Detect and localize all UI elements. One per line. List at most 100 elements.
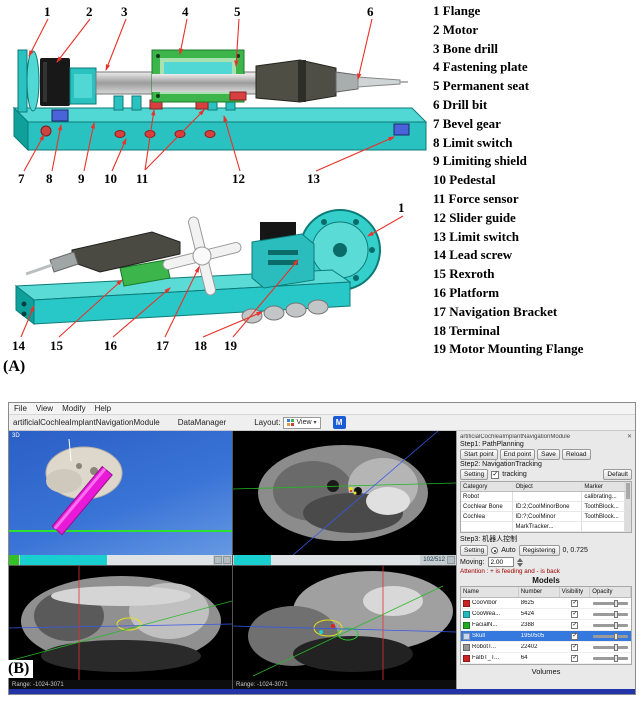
menu-item[interactable]: Help xyxy=(94,404,112,413)
opacity-slider-thumb[interactable] xyxy=(614,599,619,607)
tracking-label: tracking xyxy=(502,471,527,478)
step1-label: Step1: PathPlanning xyxy=(460,441,524,448)
moving-value-input[interactable] xyxy=(487,557,514,567)
callout-number: 5 xyxy=(234,4,241,19)
step1-button[interactable]: Reload xyxy=(561,449,591,460)
3d-scene xyxy=(9,438,232,536)
menu-item[interactable]: File xyxy=(14,404,27,413)
module-m-button[interactable]: M xyxy=(332,416,346,429)
menu-item[interactable]: Modify xyxy=(62,404,86,413)
robot-setting-button[interactable]: Setting xyxy=(460,545,489,556)
model-visibility-cell: ✓ xyxy=(560,621,591,629)
opacity-slider[interactable] xyxy=(593,599,628,607)
visibility-checkbox[interactable]: ✓ xyxy=(571,632,579,640)
menu-item[interactable]: View xyxy=(35,404,54,413)
range-readout: Range: -1024-3071 xyxy=(236,681,288,688)
callout-number: 16 xyxy=(104,338,117,353)
model-row[interactable]: FacialN... 2388 ✓ xyxy=(461,620,631,631)
callout-number: 1 xyxy=(44,4,51,19)
crosshair-green xyxy=(233,482,456,490)
moving-stepper[interactable] xyxy=(516,557,523,567)
model-row[interactable]: CooVibor 8625 ✓ xyxy=(461,598,631,609)
registering-button[interactable]: Registering xyxy=(518,545,560,556)
viewport-3d[interactable]: 3D xyxy=(9,431,232,565)
legend-item: 8 Limit switch xyxy=(433,134,513,150)
chevron-down-icon: ▾ xyxy=(313,420,317,426)
crosshair-blue xyxy=(292,431,439,555)
legend-item: 4 Fastening plate xyxy=(433,59,528,75)
drill-path-cylinder xyxy=(51,465,113,536)
slider-track[interactable] xyxy=(20,555,213,565)
visibility-checkbox[interactable]: ✓ xyxy=(571,599,579,607)
object-table-header: Category Object Marker xyxy=(461,482,625,492)
col-opacity: Opacity xyxy=(590,587,631,597)
step1-button[interactable]: End point xyxy=(499,449,536,460)
model-row[interactable]: RobotT... 22402 ✓ xyxy=(461,642,631,653)
scrollbar-thumb[interactable] xyxy=(626,483,630,499)
platform-carriage xyxy=(25,231,181,287)
object-table-row[interactable]: MarkTracker... xyxy=(461,522,625,532)
opacity-slider-thumb[interactable] xyxy=(614,643,619,651)
model-row[interactable]: FaIbT_T... 64 ✓ xyxy=(461,653,631,664)
visibility-checkbox[interactable]: ✓ xyxy=(571,643,579,651)
model-row[interactable]: CooWea... 5424 ✓ xyxy=(461,609,631,620)
object-table-row[interactable]: Cochlear Bone ID:2;CoolMinorBone ToothBl… xyxy=(461,502,625,512)
viewport-sagittal[interactable]: Range: -1024-3071 xyxy=(233,566,456,689)
object-table-row[interactable]: Cochlea ID:?;CoolMinor ToothBlock... xyxy=(461,512,625,522)
layout-label: Layout: xyxy=(254,418,281,427)
slice-navigator[interactable]: 102/512 xyxy=(233,555,456,565)
data-manager-tab[interactable]: DataManager xyxy=(177,418,227,427)
play-indicator[interactable] xyxy=(9,555,19,565)
opacity-slider-thumb[interactable] xyxy=(614,632,619,640)
opacity-slider-thumb[interactable] xyxy=(614,654,619,662)
step-up-icon[interactable] xyxy=(516,557,523,562)
visibility-checkbox[interactable]: ✓ xyxy=(571,610,579,618)
sagittal-ct-image xyxy=(233,566,456,682)
opacity-slider-thumb[interactable] xyxy=(614,621,619,629)
layout-dropdown[interactable]: View ▾ xyxy=(283,416,321,429)
slice-navigator[interactable] xyxy=(9,555,232,565)
callout-number: 12 xyxy=(232,171,245,186)
step1-button[interactable]: Start point xyxy=(460,449,498,460)
slider-button[interactable] xyxy=(214,556,222,564)
opacity-slider[interactable] xyxy=(593,610,628,618)
panel-title: artificialCochleaImplantNavigationModule xyxy=(460,433,571,440)
moving-row: Moving: xyxy=(460,557,632,567)
cell-marker: ToothBlock... xyxy=(582,512,625,521)
menu-bar: File View Modify Help xyxy=(9,403,635,415)
part-a-section: 1 2 3 4 5 6 7 8 9 10 11 12 13 xyxy=(3,3,584,375)
model-opacity-cell xyxy=(590,643,631,651)
tracking-checkbox[interactable]: ✓ xyxy=(491,470,500,479)
iso-view-illustration xyxy=(14,209,404,338)
models-table-header: Name Number Visibility Opacity xyxy=(461,587,631,598)
callout-number: 3 xyxy=(121,4,128,19)
opacity-slider[interactable] xyxy=(593,632,628,640)
close-icon[interactable]: ✕ xyxy=(626,434,632,440)
object-table-row[interactable]: Robot calibrating... xyxy=(461,492,625,502)
viewport-axial[interactable]: 102/512 xyxy=(233,431,456,565)
step-down-icon[interactable] xyxy=(516,562,523,567)
slider-button[interactable] xyxy=(223,556,231,564)
table-scrollbar[interactable] xyxy=(625,482,631,532)
viewport-coronal[interactable]: Range: -1024-3071 xyxy=(9,566,232,689)
slider-button[interactable] xyxy=(447,556,455,564)
setting-button[interactable]: Setting xyxy=(460,469,489,480)
legend-item: 12 Slider guide xyxy=(433,209,516,225)
opacity-slider-thumb[interactable] xyxy=(614,610,619,618)
model-row[interactable]: Skull 1950505 ✓ xyxy=(461,631,631,642)
part-b-section: File View Modify Help artificialCochleaI… xyxy=(0,392,644,703)
models-table: Name Number Visibility Opacity CooVibor xyxy=(460,586,632,665)
col-marker: Marker xyxy=(582,482,625,491)
slider-track[interactable] xyxy=(234,555,421,565)
opacity-slider[interactable] xyxy=(593,643,628,651)
opacity-slider[interactable] xyxy=(593,621,628,629)
opacity-slider[interactable] xyxy=(593,654,628,662)
attention-note: Attention : + is feeding and - is back xyxy=(460,568,560,575)
visibility-checkbox[interactable]: ✓ xyxy=(571,654,579,662)
step1-button[interactable]: Save xyxy=(537,449,560,460)
model-color-swatch xyxy=(463,621,470,629)
visibility-checkbox[interactable]: ✓ xyxy=(571,621,579,629)
auto-radio[interactable] xyxy=(491,547,499,554)
callout-number: 7 xyxy=(18,171,25,186)
default-button[interactable]: Default xyxy=(603,469,632,480)
